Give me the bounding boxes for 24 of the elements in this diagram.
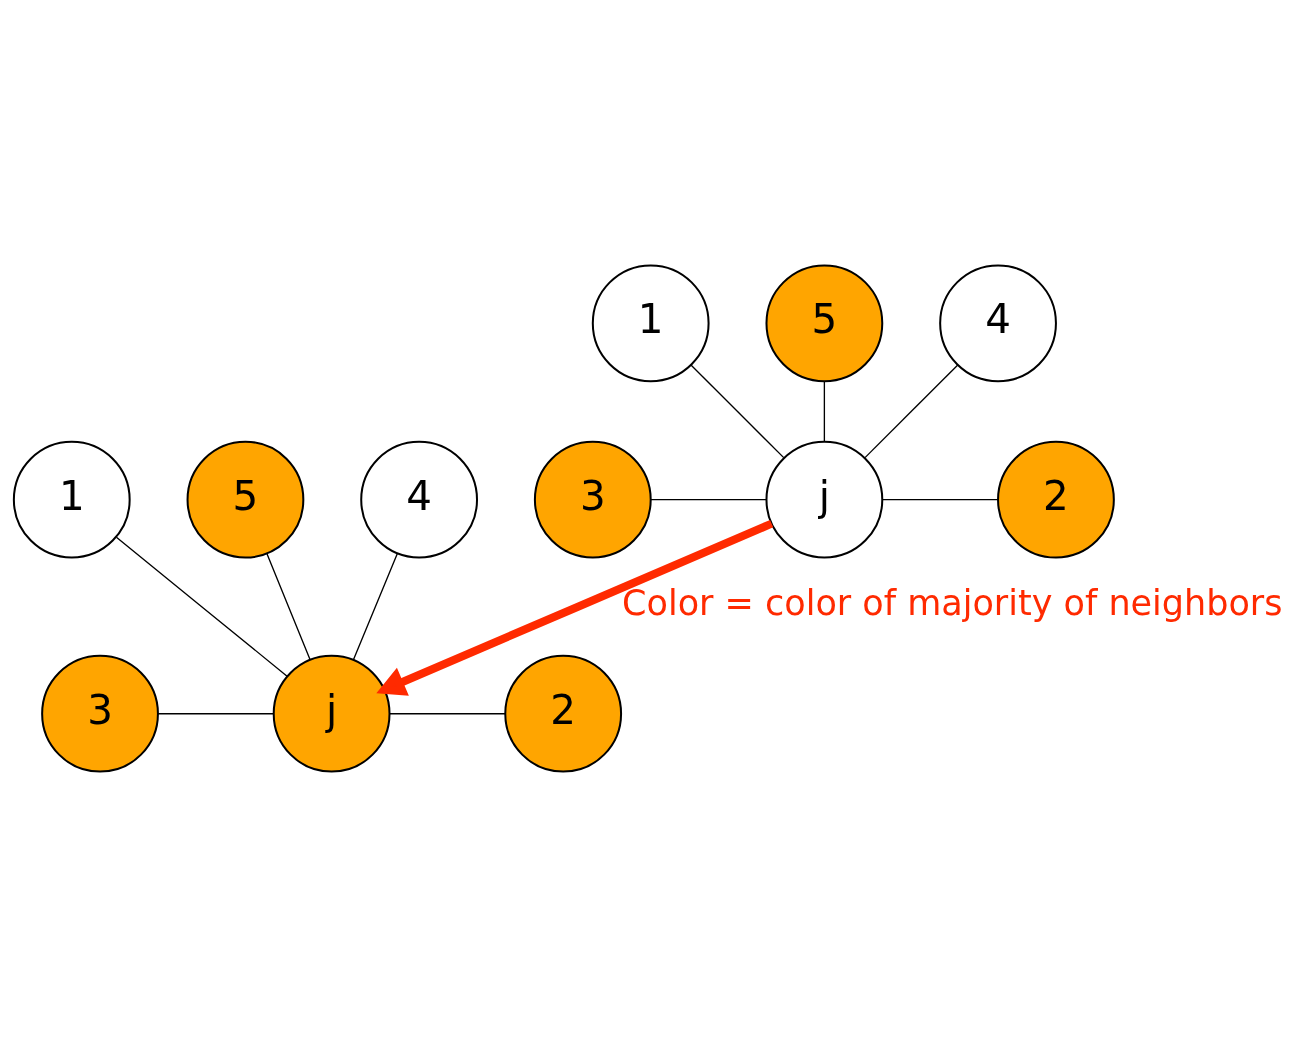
node-circle: 1 xyxy=(591,264,710,383)
arrow xyxy=(376,519,774,696)
connector xyxy=(115,536,288,677)
connector xyxy=(690,364,785,459)
connector xyxy=(157,713,275,715)
node-circle: 2 xyxy=(997,440,1115,559)
connector xyxy=(266,553,311,661)
connector xyxy=(864,364,959,459)
connector xyxy=(352,553,398,661)
node-circle: 5 xyxy=(765,264,884,383)
connector xyxy=(823,380,826,442)
node-circle: 1 xyxy=(12,440,131,559)
node-circle: 3 xyxy=(533,440,652,559)
node-circle: 4 xyxy=(360,440,478,559)
node-circle: j xyxy=(272,654,391,773)
edge-label: Color = color of majority of neighbors xyxy=(622,583,1283,624)
node-circle: j xyxy=(765,440,884,559)
node-circle: 3 xyxy=(41,654,159,773)
node-circle: 5 xyxy=(186,440,305,559)
node-circle: 4 xyxy=(939,264,1057,383)
connector xyxy=(881,498,999,501)
connector xyxy=(650,498,768,501)
node-circle: 2 xyxy=(504,654,623,773)
connector xyxy=(388,713,506,715)
